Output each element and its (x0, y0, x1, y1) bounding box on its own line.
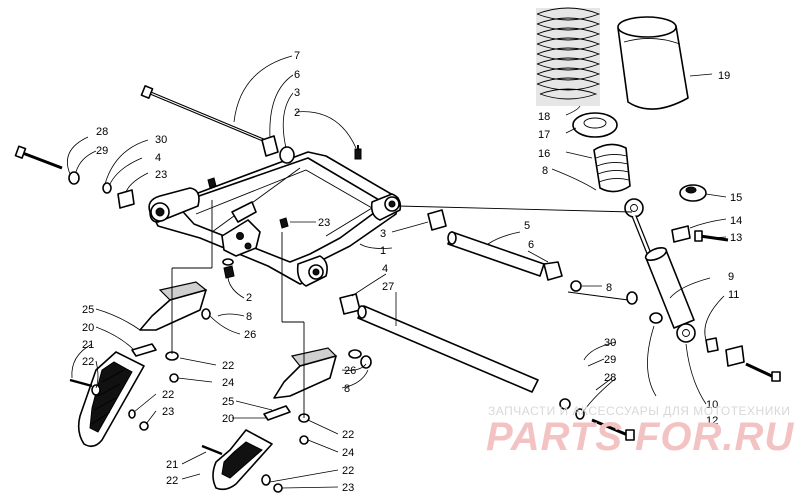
callout-25b: 25 (222, 396, 234, 408)
callout-labels: 28 29 30 4 23 7 6 3 2 18 17 16 8 19 15 1… (82, 50, 742, 494)
callout-22c: 22 (162, 389, 174, 401)
right-skid-assembly (201, 347, 338, 493)
callout-25: 25 (82, 304, 94, 316)
callout-7: 7 (294, 50, 300, 62)
callout-10: 10 (706, 399, 718, 411)
shaft-hardware (201, 209, 638, 441)
shock-lower-hardware (649, 312, 781, 382)
callout-26: 26 (244, 329, 256, 341)
callout-8: 8 (542, 165, 548, 177)
left-bolt (14, 145, 217, 209)
callout-6b: 6 (528, 239, 534, 251)
a-arm-frame (148, 151, 402, 287)
callout-9: 9 (728, 271, 734, 283)
callout-30: 30 (155, 134, 167, 146)
callout-4b: 4 (382, 263, 388, 275)
shock-bushing-upper (679, 184, 707, 202)
callout-23b: 23 (318, 217, 330, 229)
callout-17: 17 (538, 129, 550, 141)
callout-20b: 20 (222, 413, 234, 425)
callout-8b: 8 (606, 282, 612, 294)
callout-22d: 22 (342, 429, 354, 441)
callout-22b: 22 (82, 356, 94, 368)
callout-29b: 29 (604, 354, 616, 366)
reference-lines (171, 200, 633, 418)
callout-3b: 3 (380, 228, 386, 240)
callout-8d: 8 (344, 383, 350, 395)
callout-6: 6 (294, 69, 300, 81)
bolt-upper-shock (694, 230, 729, 242)
upper-bushing (261, 135, 362, 164)
callout-22e: 22 (166, 475, 178, 487)
callout-23c: 23 (162, 406, 174, 418)
callout-29: 29 (96, 145, 108, 157)
callout-22: 22 (222, 360, 234, 372)
callout-23: 23 (155, 169, 167, 181)
callout-11: 11 (728, 289, 739, 301)
bump-stop (593, 143, 631, 193)
callout-15: 15 (730, 192, 742, 204)
callout-27: 27 (382, 281, 394, 293)
callout-22f: 22 (342, 465, 354, 477)
callout-2b: 2 (246, 292, 252, 304)
callout-28b: 28 (604, 372, 616, 384)
callout-30b: 30 (604, 337, 616, 349)
callout-12: 12 (706, 415, 718, 427)
watermark-logo: PARTS FOR.RU (486, 415, 795, 459)
dust-boot (617, 16, 689, 110)
callout-19: 19 (718, 70, 730, 82)
callout-24b: 24 (342, 447, 354, 459)
callout-21b: 21 (166, 459, 178, 471)
callout-1: 1 (380, 245, 386, 257)
callout-4: 4 (155, 152, 161, 164)
callout-5: 5 (524, 220, 530, 232)
long-bolt (140, 85, 269, 144)
callout-16: 16 (538, 148, 550, 160)
callout-2: 2 (294, 107, 300, 119)
callout-14: 14 (730, 215, 742, 227)
watermark-caption: ЗАПЧАСТИ И АКСЕССУАРЫ ДЛЯ МОТОТЕХНИКИ (488, 404, 791, 418)
shock-absorber (624, 198, 696, 343)
callout-18: 18 (538, 111, 550, 123)
callout-13: 13 (730, 232, 742, 244)
callout-23d: 23 (342, 482, 354, 494)
callout-8c: 8 (246, 311, 252, 323)
callout-24: 24 (222, 377, 234, 389)
callout-28: 28 (96, 126, 108, 138)
callout-21: 21 (82, 339, 94, 351)
callout-3: 3 (294, 87, 300, 99)
spacer-upper (671, 225, 691, 243)
left-skid-assembly (69, 281, 208, 448)
coil-spring (536, 7, 601, 106)
spring-retainer (572, 112, 618, 138)
leader-lines (66, 55, 727, 489)
callout-20: 20 (82, 322, 94, 334)
callout-26b: 26 (344, 365, 356, 377)
